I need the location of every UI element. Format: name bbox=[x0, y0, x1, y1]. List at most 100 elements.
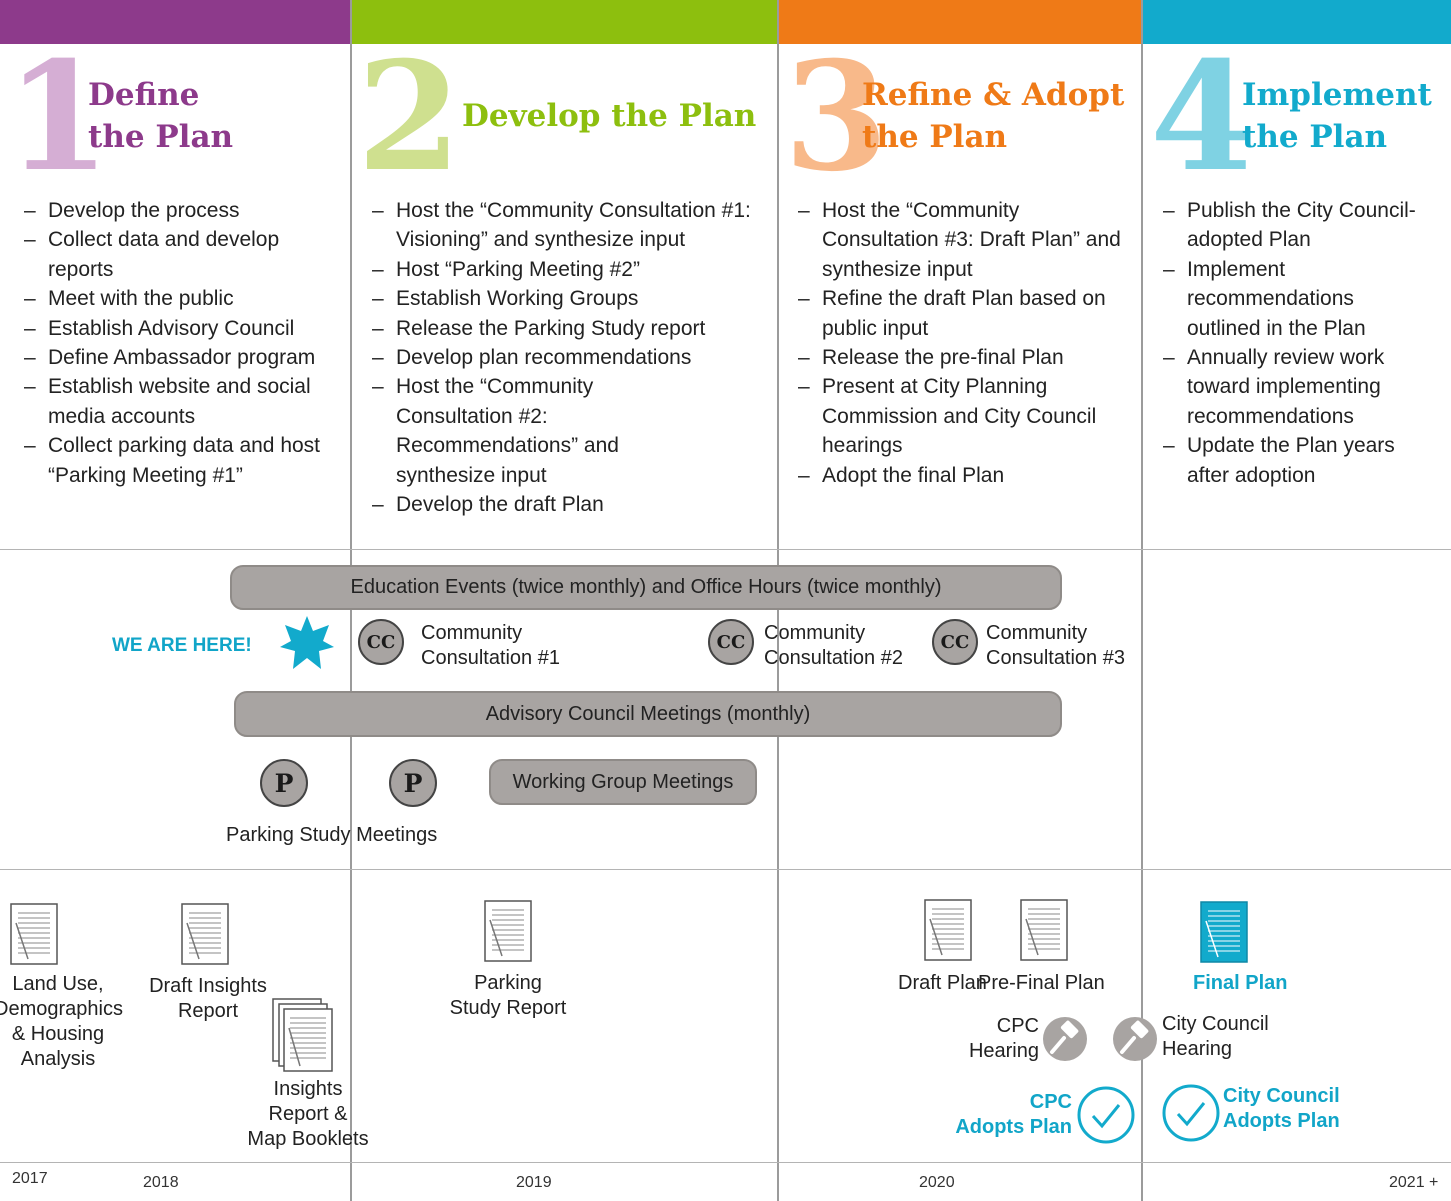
list-item: Establish Advisory Council bbox=[24, 314, 340, 344]
cc3-label: Community Consultation #3 bbox=[986, 621, 1125, 671]
label-line: Report bbox=[177, 1000, 239, 1022]
cc2-label-line1: Community bbox=[764, 622, 866, 644]
label-line: Parking bbox=[474, 972, 542, 994]
phase2-title: Develop the Plan bbox=[462, 98, 757, 134]
city-council-adopts-label: City Council Adopts Plan bbox=[1223, 1084, 1340, 1134]
year-2019: 2019 bbox=[516, 1174, 552, 1191]
cc2-label: Community Consultation #2 bbox=[764, 621, 903, 671]
phase3-title-line2: the Plan bbox=[862, 119, 1008, 155]
parking-study-report-label: Parking Study Report bbox=[428, 971, 588, 1021]
section-divider-middle bbox=[0, 869, 1451, 870]
list-item: Collect parking data and host “Parking M… bbox=[24, 431, 340, 490]
cc1-label-line1: Community bbox=[421, 622, 523, 644]
cc-badge-2: CC bbox=[708, 619, 754, 665]
year-2018: 2018 bbox=[143, 1174, 179, 1191]
phase1-title-line2: the Plan bbox=[88, 119, 234, 155]
label-line: Adopts Plan bbox=[955, 1116, 1072, 1138]
phase2-number: 2 bbox=[357, 29, 461, 205]
label-line: Analysis bbox=[20, 1048, 96, 1070]
draft-plan-label: Draft Plan bbox=[898, 972, 987, 994]
list-item: Host the “Community Consultation #1: Vis… bbox=[372, 196, 756, 255]
label-line: Hearing bbox=[1162, 1038, 1233, 1060]
phase3-task-list: Host the “Community Consultation #3: Dra… bbox=[798, 196, 1138, 490]
label-line: Demographics bbox=[0, 998, 123, 1020]
year-2020: 2020 bbox=[919, 1174, 955, 1191]
list-item: Implement recommendations outlined in th… bbox=[1163, 255, 1427, 343]
label-line: Hearing bbox=[968, 1040, 1039, 1062]
list-item: Release the pre-final Plan bbox=[798, 343, 1138, 373]
list-item: Host the “Community Consultation #3: Dra… bbox=[798, 196, 1132, 284]
phase3-number: 3 bbox=[784, 29, 888, 205]
label-line: City Council bbox=[1223, 1085, 1340, 1107]
list-item: Host “Parking Meeting #2” bbox=[372, 255, 772, 285]
phase1-title: Define the Plan bbox=[88, 74, 233, 158]
label-line: Draft Insights bbox=[149, 975, 267, 997]
phase2-task-list: Host the “Community Consultation #1: Vis… bbox=[372, 196, 772, 520]
phase2-band bbox=[351, 0, 778, 44]
year-2021-plus: 2021 + bbox=[1389, 1174, 1439, 1191]
cc-badge-1: CC bbox=[358, 619, 404, 665]
list-item: Host the “Community Consultation #2: Rec… bbox=[372, 372, 696, 490]
phase3-title-line1: Refine & Adopt bbox=[862, 77, 1125, 113]
cc3-label-line2: Consultation #3 bbox=[986, 647, 1125, 669]
label-line: Report & bbox=[268, 1103, 348, 1125]
phase3-title: Refine & Adopt the Plan bbox=[862, 74, 1124, 158]
prefinal-plan-label: Pre-Final Plan bbox=[978, 972, 1105, 994]
advisory-council-bar: Advisory Council Meetings (monthly) bbox=[234, 691, 1062, 737]
label-line: City Council bbox=[1162, 1013, 1269, 1035]
year-2017: 2017 bbox=[12, 1170, 48, 1187]
divider-3 bbox=[1141, 0, 1143, 1201]
label-line: & Housing bbox=[11, 1023, 105, 1045]
cc3-label-line1: Community bbox=[986, 622, 1088, 644]
working-group-bar: Working Group Meetings bbox=[489, 759, 757, 805]
list-item: Develop plan recommendations bbox=[372, 343, 772, 373]
list-item: Adopt the final Plan bbox=[798, 461, 1138, 491]
list-item: Establish Working Groups bbox=[372, 284, 772, 314]
education-events-bar: Education Events (twice monthly) and Off… bbox=[230, 565, 1062, 610]
label-line: Adopts Plan bbox=[1223, 1110, 1340, 1132]
parking-study-label: Parking Study Meetings bbox=[226, 824, 438, 846]
section-divider-bottom bbox=[0, 1162, 1451, 1163]
final-plan-document-icon bbox=[1200, 901, 1248, 963]
label-line: Map Booklets bbox=[247, 1128, 369, 1150]
list-item: Meet with the public bbox=[24, 284, 340, 314]
checkmark-icon bbox=[1162, 1084, 1220, 1142]
list-item: Collect data and develop reports bbox=[24, 225, 340, 284]
phase4-band bbox=[1143, 0, 1451, 44]
document-icon bbox=[484, 900, 532, 962]
cc1-label: Community Consultation #1 bbox=[421, 621, 560, 671]
list-item: Establish website and social media accou… bbox=[24, 372, 340, 431]
list-item: Release the Parking Study report bbox=[372, 314, 772, 344]
insights-report-label: Insights Report & Map Booklets bbox=[228, 1077, 388, 1152]
document-icon bbox=[10, 903, 58, 965]
star-icon bbox=[280, 616, 334, 669]
phase3-band bbox=[778, 0, 1143, 44]
gavel-icon bbox=[1113, 1017, 1157, 1061]
land-use-report-label: Land Use, Demographics & Housing Analysi… bbox=[0, 972, 123, 1072]
cc1-label-line2: Consultation #1 bbox=[421, 647, 560, 669]
document-icon bbox=[1020, 899, 1068, 961]
parking-badge-2: P bbox=[389, 759, 437, 807]
phase4-title-line2: the Plan bbox=[1242, 119, 1388, 155]
label-line: CPC bbox=[1029, 1091, 1072, 1113]
section-divider-top bbox=[0, 549, 1451, 550]
cc2-label-line2: Consultation #2 bbox=[764, 647, 903, 669]
document-icon bbox=[924, 899, 972, 961]
list-item: Update the Plan years after adoption bbox=[1163, 431, 1397, 490]
label-line: Study Report bbox=[449, 997, 567, 1019]
cpc-adopts-label: CPC Adopts Plan bbox=[930, 1090, 1072, 1140]
cpc-hearing-label: CPC Hearing bbox=[955, 1014, 1039, 1064]
phase1-band bbox=[0, 0, 351, 44]
list-item: Develop the process bbox=[24, 196, 340, 226]
phase4-title-line1: Implement bbox=[1242, 77, 1432, 113]
we-are-here-label: WE ARE HERE! bbox=[112, 635, 252, 656]
list-item: Annually review work toward implementing… bbox=[1163, 343, 1437, 431]
label-line: Land Use, bbox=[12, 973, 104, 995]
gavel-icon bbox=[1043, 1017, 1087, 1061]
phase1-number: 1 bbox=[6, 29, 110, 205]
list-item: Present at City Planning Commission and … bbox=[798, 372, 1122, 460]
phase1-task-list: Develop the process Collect data and dev… bbox=[24, 196, 340, 490]
phase4-title: Implement the Plan bbox=[1242, 74, 1432, 158]
list-item: Publish the City Council-adopted Plan bbox=[1163, 196, 1437, 255]
parking-badge-1: P bbox=[260, 759, 308, 807]
